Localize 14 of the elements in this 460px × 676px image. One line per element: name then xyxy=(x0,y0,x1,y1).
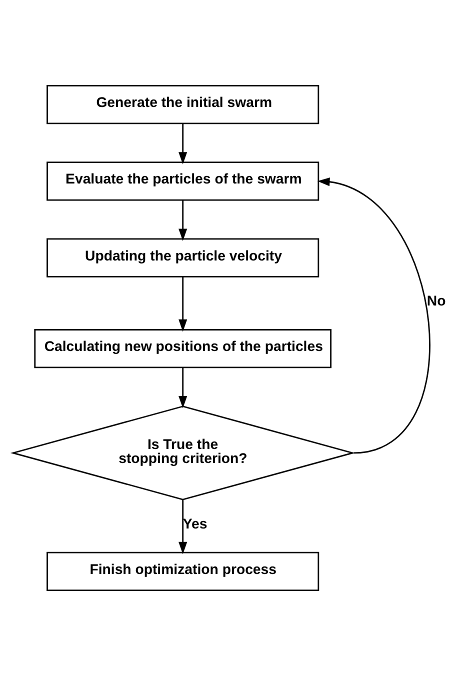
node-box: Evaluate the particles of the swarm xyxy=(46,162,320,201)
node-box: Generate the initial swarm xyxy=(46,85,320,124)
arrow xyxy=(178,124,188,164)
node-box: Calculating new positions of the particles xyxy=(34,329,332,368)
node-diamond: Is True the stopping criterion? xyxy=(10,406,356,500)
arrow xyxy=(178,200,188,241)
arrow xyxy=(178,276,188,332)
node-box: Finish optimization process xyxy=(46,552,320,591)
arrow xyxy=(317,178,430,454)
arrow xyxy=(178,500,188,554)
node-box: Updating the particle velocity xyxy=(46,238,320,278)
arrow xyxy=(178,368,188,408)
edge-label: No xyxy=(426,292,446,309)
edge-label: Yes xyxy=(182,516,208,532)
